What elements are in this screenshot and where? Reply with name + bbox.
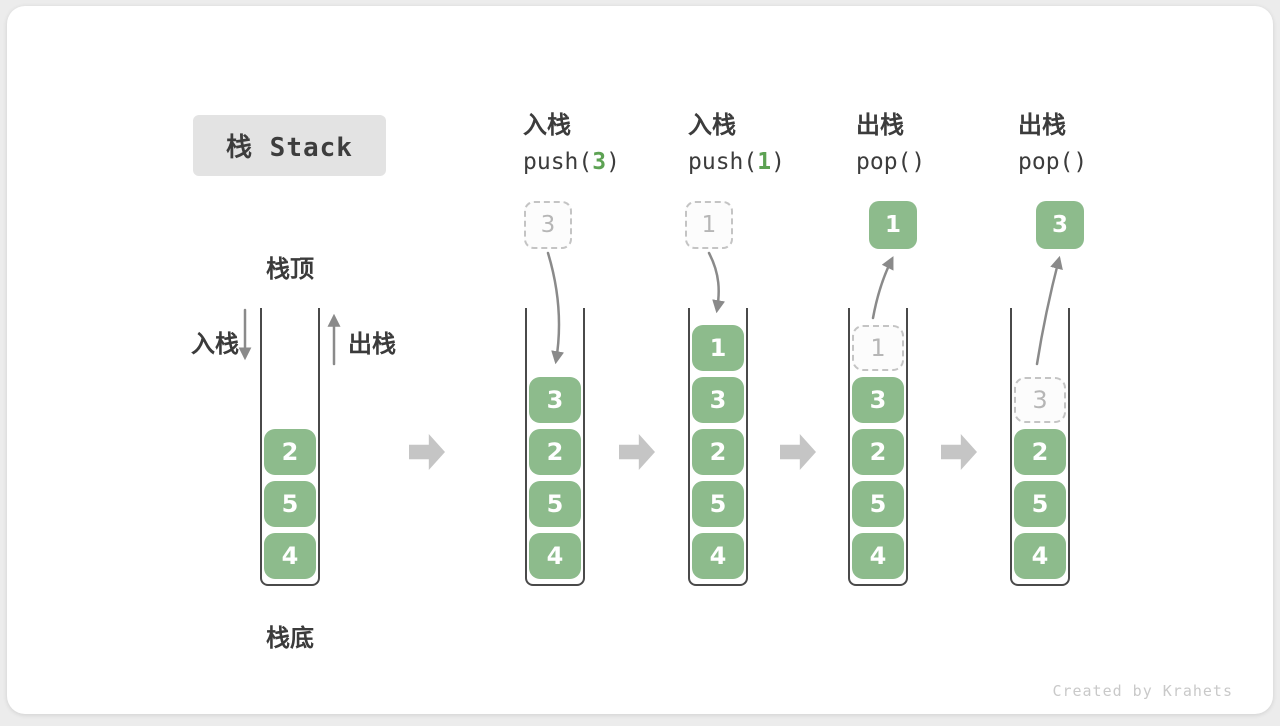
code-argument: 1 — [757, 149, 772, 175]
stack-element: 2 — [692, 429, 744, 475]
operation-label-push1: 入栈 push(1) — [688, 111, 838, 177]
stack-element: 2 — [852, 429, 904, 475]
block-right-arrow-icon — [941, 434, 977, 470]
operation-label-pop2: 出栈 pop() — [1018, 111, 1168, 177]
operation-code: pop() — [856, 149, 926, 175]
incoming-element-box: 1 — [685, 201, 733, 249]
diagram-canvas: 栈 Stack 栈顶 栈底 入栈 出栈 入栈 push(3) 入栈 push(1… — [7, 6, 1273, 714]
stack-container-pop1: 1 3 2 5 4 — [848, 308, 908, 586]
stack-element: 5 — [529, 481, 581, 527]
operation-name: 入栈 — [523, 112, 571, 139]
stack-element: 4 — [1014, 533, 1066, 579]
block-right-arrow-icon — [619, 434, 655, 470]
stack-element: 4 — [852, 533, 904, 579]
operation-name: 入栈 — [688, 112, 736, 139]
stack-element: 3 — [529, 377, 581, 423]
stack-element: 5 — [692, 481, 744, 527]
code-argument: 3 — [592, 149, 607, 175]
stack-container-push1: 1 3 2 5 4 — [688, 308, 748, 586]
stack-element: 4 — [692, 533, 744, 579]
pop-side-label: 出栈 — [348, 331, 396, 358]
stack-container-pop2: 3 2 5 4 — [1010, 308, 1070, 586]
push1-motion-arrow-icon — [707, 251, 726, 314]
stack-bottom-label: 栈底 — [266, 625, 314, 652]
stack-element: 1 — [692, 325, 744, 371]
stack-element: 3 — [852, 377, 904, 423]
popped-element-box: 3 — [1036, 201, 1084, 249]
block-right-arrow-icon — [409, 434, 445, 470]
stack-element: 4 — [264, 533, 316, 579]
operation-label-push3: 入栈 push(3) — [523, 111, 673, 177]
operation-name: 出栈 — [1018, 112, 1066, 139]
stack-element: 5 — [264, 481, 316, 527]
stack-element: 5 — [852, 481, 904, 527]
stack-element: 2 — [529, 429, 581, 475]
operation-code: push(3) — [523, 149, 620, 175]
incoming-element-box: 3 — [524, 201, 572, 249]
stack-element: 4 — [529, 533, 581, 579]
stack-element: 2 — [1014, 429, 1066, 475]
stack-container-push3: 3 2 5 4 — [525, 308, 585, 586]
operation-code: push(1) — [688, 149, 785, 175]
push-side-label: 入栈 — [191, 331, 239, 358]
operation-label-pop1: 出栈 pop() — [856, 111, 1006, 177]
block-right-arrow-icon — [780, 434, 816, 470]
watermark: Created by Krahets — [1052, 682, 1233, 700]
popped-element-box: 1 — [869, 201, 917, 249]
stack-element: 5 — [1014, 481, 1066, 527]
stack-element-ghost: 3 — [1014, 377, 1066, 423]
diagram-title: 栈 Stack — [193, 115, 386, 176]
stack-top-label: 栈顶 — [266, 256, 314, 283]
stack-container-initial: 2 5 4 — [260, 308, 320, 586]
stack-element: 2 — [264, 429, 316, 475]
operation-name: 出栈 — [856, 112, 904, 139]
stack-element-ghost: 1 — [852, 325, 904, 371]
operation-code: pop() — [1018, 149, 1088, 175]
stack-element: 3 — [692, 377, 744, 423]
